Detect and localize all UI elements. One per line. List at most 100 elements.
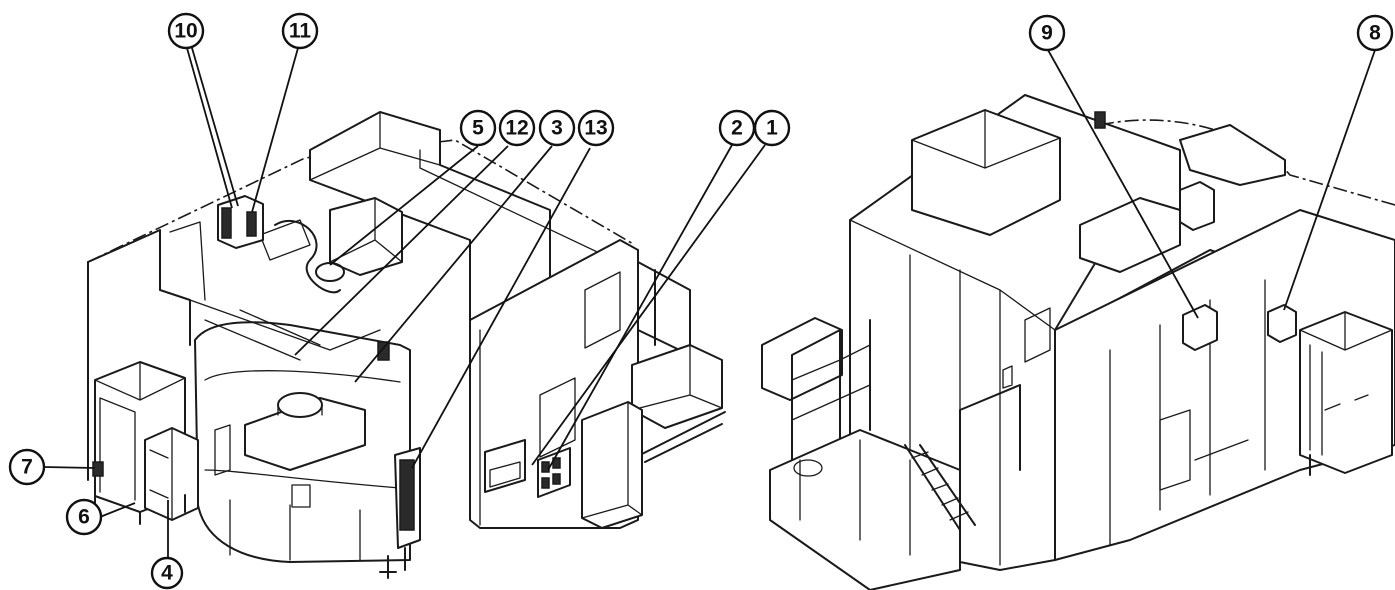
stair-stringers <box>904 444 976 531</box>
callout-10: 10 <box>167 12 205 50</box>
leader-7 <box>43 466 96 469</box>
pump-motor <box>92 461 104 477</box>
side-panel-window <box>479 271 621 526</box>
spindle-motor <box>1179 181 1215 231</box>
inner-guard-line <box>189 299 381 351</box>
inner-guard-hatch <box>204 309 321 361</box>
connector-d <box>552 473 561 485</box>
callout-12-circle <box>498 109 536 147</box>
leader-13 <box>411 147 591 469</box>
callout-3-label: 3 <box>551 117 563 140</box>
callout-1-label: 1 <box>766 117 778 140</box>
leader-2 <box>547 144 733 471</box>
stair-treads <box>911 451 969 521</box>
callout-13-circle <box>577 109 615 147</box>
rear-view-machine <box>761 94 1395 590</box>
operator-panel-screen <box>399 459 415 531</box>
platform-base <box>769 429 961 590</box>
callout-5: 5 <box>459 109 497 147</box>
callout-5-label: 5 <box>472 117 484 140</box>
callout-3: 3 <box>538 109 576 147</box>
junction-box <box>1267 304 1297 343</box>
column-top-rail <box>419 149 611 259</box>
callout-4-label: 4 <box>161 562 173 585</box>
front-view-machine <box>87 111 726 579</box>
callout-7-label: 7 <box>21 456 33 479</box>
rear-vents <box>1002 307 1051 389</box>
callout-3-circle <box>538 109 576 147</box>
callout-12-label: 12 <box>505 117 528 140</box>
callout-11-label: 11 <box>289 20 312 43</box>
leader-1 <box>531 144 766 466</box>
side-panel-door <box>539 377 576 458</box>
enclosure-outline-top <box>87 139 636 263</box>
hydraulic-unit-edges <box>94 361 186 501</box>
callout-12: 12 <box>498 109 536 147</box>
connector-a <box>541 461 550 473</box>
callout-13-label: 13 <box>584 117 607 140</box>
rotary-table <box>277 392 323 418</box>
callout-5-circle <box>459 109 497 147</box>
hopper-edges <box>631 344 723 411</box>
chip-conveyor-hopper <box>631 344 723 429</box>
connector-c <box>541 477 550 489</box>
callout-11: 11 <box>281 12 319 50</box>
callout-1: 1 <box>753 109 791 147</box>
chiller-edges <box>149 427 173 521</box>
breaker-module <box>246 211 257 237</box>
cable-carrier <box>259 219 311 261</box>
rotary-table-sides <box>277 404 323 416</box>
door-panel-seams <box>229 499 361 561</box>
callout-8-label: 8 <box>1369 22 1381 45</box>
callout-8-circle <box>1356 14 1394 52</box>
platform-railing-posts <box>791 319 871 466</box>
platform-drum <box>793 459 823 477</box>
coolant-tray <box>489 461 521 488</box>
tower-edges <box>911 109 1061 169</box>
callout-7: 7 <box>8 448 46 486</box>
leader-3 <box>354 145 553 383</box>
conveyor-rails <box>639 411 726 463</box>
chip-conveyor-frame <box>637 261 691 361</box>
callout-9-circle <box>1028 14 1066 52</box>
callout-9: 9 <box>1028 14 1066 52</box>
rear-hopper <box>761 317 843 401</box>
leader-9 <box>1047 49 1199 319</box>
leader-lines <box>43 47 1376 560</box>
door-top-curve <box>204 370 401 383</box>
callout-2-label: 2 <box>731 117 743 140</box>
callout-8: 8 <box>1356 14 1394 52</box>
connector-b <box>552 457 561 469</box>
leader-11 <box>251 47 299 213</box>
door-latch <box>291 484 311 508</box>
rear-cabinet-handles <box>1324 394 1369 411</box>
rear-right-seams <box>1109 279 1266 546</box>
rear-cabinet-edges <box>1299 311 1393 456</box>
leader-6 <box>99 502 136 518</box>
callout-6: 6 <box>65 498 103 536</box>
left-guard-frame <box>87 229 191 346</box>
top-sensor <box>1094 111 1106 129</box>
tool-changer-arc <box>1099 119 1395 206</box>
rear-step-block <box>1079 197 1181 273</box>
cabinet-edges <box>581 401 643 519</box>
door-handle-left <box>214 424 231 476</box>
callout-11-circle <box>281 12 319 50</box>
operator-panel-stand <box>379 547 406 579</box>
callout-4: 4 <box>150 556 184 590</box>
callout-13: 13 <box>577 109 615 147</box>
callout-6-circle <box>65 498 103 536</box>
platform-railing-rails <box>791 344 871 421</box>
leader-12 <box>294 145 509 356</box>
callout-9-label: 9 <box>1041 22 1053 45</box>
callout-1-circle <box>753 109 791 147</box>
leader-8 <box>1283 49 1376 311</box>
callout-4-circle <box>150 556 184 590</box>
leader-5 <box>329 145 479 266</box>
callout-2: 2 <box>718 109 756 147</box>
callout-6-label: 6 <box>78 506 90 529</box>
worktable <box>244 397 366 471</box>
callout-7-circle <box>8 448 46 486</box>
